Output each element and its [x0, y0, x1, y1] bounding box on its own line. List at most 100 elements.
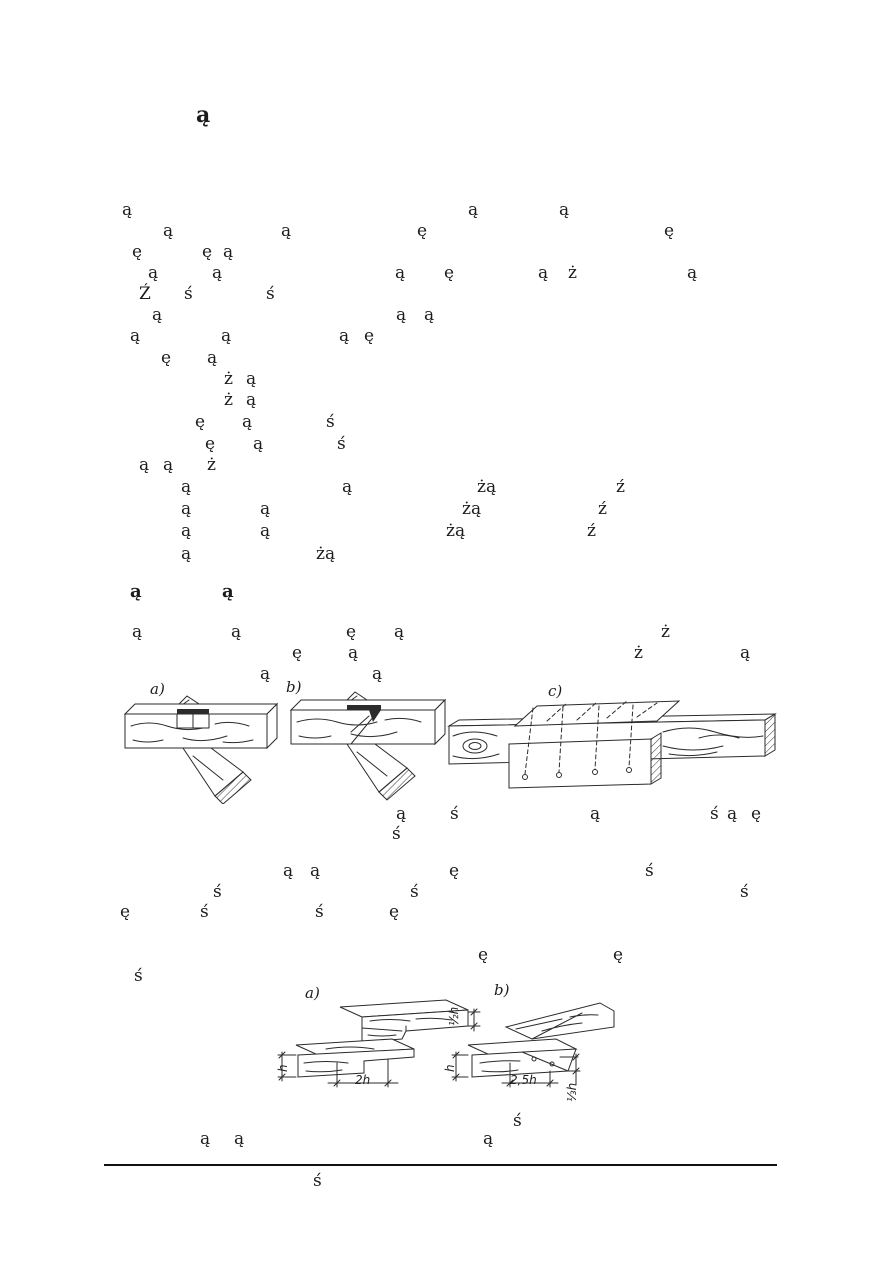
text-glyph: ą: [181, 499, 192, 519]
fig1a-notched-joint: [125, 696, 277, 804]
text-glyph: ą: [590, 804, 601, 824]
text-glyph: żą: [316, 544, 336, 564]
text-glyph: ź: [616, 477, 625, 497]
figure-2-splice-joints: [270, 983, 625, 1115]
text-glyph: ą: [132, 622, 143, 642]
text-glyph: ę: [205, 434, 216, 454]
text-glyph: ę: [161, 348, 172, 368]
text-glyph: ś: [392, 824, 401, 844]
text-glyph: ę: [120, 902, 131, 922]
dimension-label: 2,5h: [510, 1073, 537, 1087]
text-glyph: ą: [538, 263, 549, 283]
text-glyph: ą: [212, 263, 223, 283]
text-glyph: ż: [224, 390, 233, 410]
text-glyph: ą: [242, 412, 253, 432]
text-glyph: ą: [281, 221, 292, 241]
text-glyph: ę: [478, 945, 489, 965]
dimension-label: 2h: [355, 1073, 371, 1087]
dimension-label: h: [276, 1064, 290, 1072]
text-glyph: ą: [221, 326, 232, 346]
text-glyph: ę: [613, 945, 624, 965]
text-glyph: ę: [417, 221, 428, 241]
text-glyph: ś: [266, 284, 275, 304]
text-glyph: ą: [339, 326, 350, 346]
text-glyph: ą: [163, 455, 174, 475]
text-glyph: ź: [598, 499, 607, 519]
fig1b-dovetail-joint: [291, 692, 445, 800]
text-glyph: ą: [139, 455, 150, 475]
text-glyph: ę: [449, 861, 460, 881]
figure1-part-label: b): [286, 678, 302, 696]
text-glyph: ą: [260, 499, 271, 519]
figure-1-beam-joints: [113, 674, 778, 804]
footnote-rule: [104, 1164, 777, 1166]
text-glyph: ś: [710, 804, 719, 824]
text-glyph: ą: [163, 221, 174, 241]
text-glyph: ą: [372, 664, 383, 684]
text-glyph: ą: [234, 1129, 245, 1149]
text-glyph: ą: [342, 477, 353, 497]
text-glyph: ę: [202, 242, 213, 262]
text-glyph: ą: [394, 622, 405, 642]
text-glyph: ś: [450, 804, 459, 824]
dimension-label: ½h: [447, 1006, 461, 1026]
text-glyph: ę: [195, 412, 206, 432]
text-glyph: Ź: [139, 284, 151, 304]
text-glyph: ż: [661, 622, 670, 642]
fig2a-half-lap-splice: [278, 1000, 480, 1087]
text-glyph: ę: [444, 263, 455, 283]
text-glyph: ś: [200, 902, 209, 922]
text-glyph: ż: [224, 369, 233, 389]
text-glyph: ą: [396, 804, 407, 824]
text-glyph: ą: [223, 242, 234, 262]
figure1-part-label: a): [150, 680, 165, 698]
text-glyph: żą: [462, 499, 482, 519]
dimension-label: h: [443, 1064, 457, 1072]
text-glyph: ż: [207, 455, 216, 475]
text-glyph: ę: [751, 804, 762, 824]
text-glyph: ą: [740, 643, 751, 663]
text-glyph: ą: [246, 390, 257, 410]
fig1c-bolted-splice: [449, 701, 775, 788]
text-glyph: ą: [253, 434, 264, 454]
dimension-label: ⅓h: [565, 1082, 579, 1102]
text-glyph: ą: [222, 581, 234, 602]
text-glyph: ą: [130, 581, 142, 602]
text-glyph: ś: [337, 434, 346, 454]
text-glyph: ą: [200, 1129, 211, 1149]
text-glyph: ą: [181, 477, 192, 497]
page-title: ą: [196, 102, 211, 128]
text-glyph: ś: [645, 861, 654, 881]
text-glyph: ą: [260, 664, 271, 684]
text-glyph: ś: [134, 966, 143, 986]
text-glyph: ś: [740, 882, 749, 902]
text-glyph: ą: [181, 521, 192, 541]
text-glyph: ę: [389, 902, 400, 922]
text-glyph: ś: [313, 1171, 322, 1191]
figure2-part-label: a): [305, 984, 320, 1002]
figure2-part-label: b): [494, 981, 510, 999]
text-glyph: ą: [559, 200, 570, 220]
text-glyph: ą: [122, 200, 133, 220]
text-glyph: ś: [184, 284, 193, 304]
text-glyph: ż: [568, 263, 577, 283]
text-glyph: ą: [231, 622, 242, 642]
figure1-part-label: c): [548, 682, 563, 700]
text-glyph: ę: [292, 643, 303, 663]
text-glyph: ą: [424, 305, 435, 325]
text-glyph: ą: [207, 348, 218, 368]
text-glyph: ą: [727, 804, 738, 824]
text-glyph: ą: [148, 263, 159, 283]
text-glyph: ź: [587, 521, 596, 541]
text-glyph: ś: [213, 882, 222, 902]
text-glyph: ą: [348, 643, 359, 663]
fig2b-scarf-splice: [452, 1003, 614, 1087]
text-glyph: ś: [326, 412, 335, 432]
text-glyph: ą: [687, 263, 698, 283]
text-glyph: ś: [513, 1111, 522, 1131]
text-glyph: żą: [477, 477, 497, 497]
text-glyph: ą: [395, 263, 406, 283]
text-glyph: ż: [634, 643, 643, 663]
text-glyph: ę: [132, 242, 143, 262]
